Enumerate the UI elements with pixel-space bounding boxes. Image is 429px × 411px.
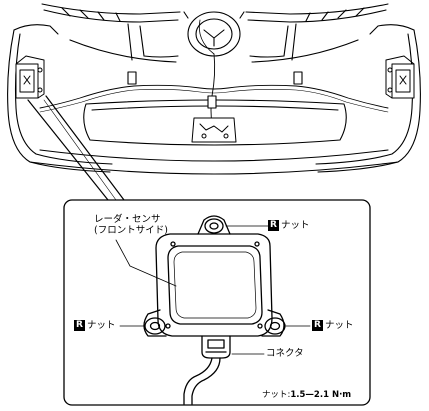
- nut-top-label: ナット: [281, 220, 310, 231]
- torque-label: ナット:: [262, 390, 291, 400]
- front-emblem-unit: [183, 11, 245, 57]
- sensor-label-line2: (フロントサイド): [94, 225, 168, 236]
- r-badge-icon: R: [312, 320, 323, 331]
- detail-leader-lines: [27, 95, 125, 201]
- radar-sensor-left-installed: [15, 55, 45, 99]
- nut-right-shape: [264, 317, 286, 335]
- r-badge-icon: R: [74, 320, 85, 331]
- callout-leaders: [115, 225, 311, 355]
- nut-right-label: ナット: [325, 320, 354, 331]
- front-bumper: [7, 3, 421, 175]
- torque-spec: ナット:1.5—2.1 N·m: [262, 388, 351, 400]
- nut-left-label: ナット: [87, 320, 116, 331]
- connector-label: コネクタ: [266, 348, 304, 359]
- sensor-label-line1: レーダ・センサ: [94, 214, 161, 225]
- radar-sensor-right-installed: [385, 55, 415, 99]
- nut-top-shape: [204, 218, 224, 234]
- center-bracket: [191, 117, 237, 143]
- sensor-label: レーダ・センサ (フロントサイド): [94, 214, 168, 236]
- r-badge-icon: R: [268, 220, 279, 231]
- torque-value: 1.5—2.1 N·m: [290, 390, 352, 400]
- radar-sensor-detail: [143, 215, 286, 405]
- nut-left-shape: [144, 317, 166, 335]
